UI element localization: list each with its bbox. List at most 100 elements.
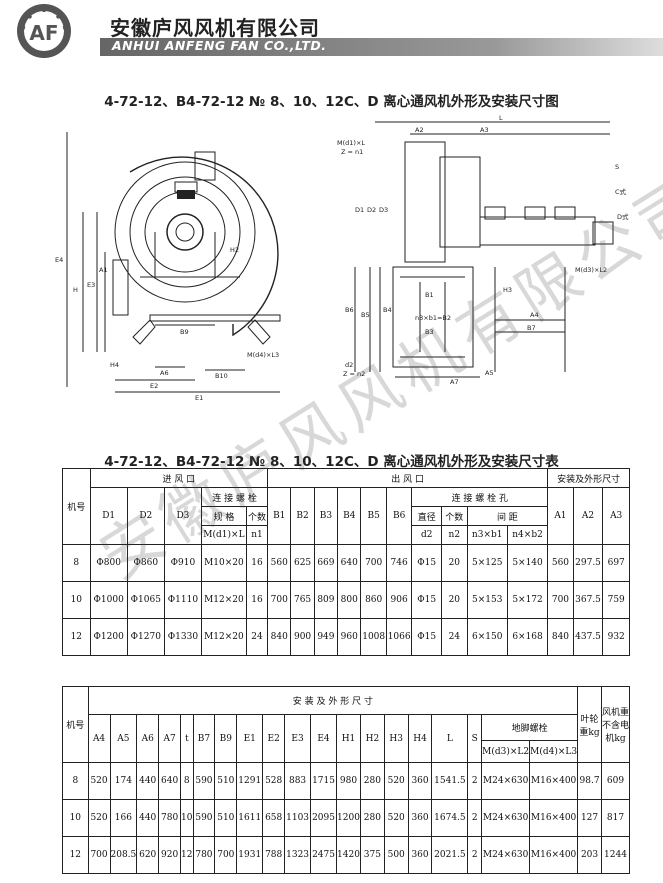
table-cell: 640 <box>158 762 182 800</box>
table-cell: 1244 <box>600 836 631 874</box>
column-header: B9 <box>214 714 238 763</box>
table-cell: 1200 <box>335 799 361 837</box>
table-cell: 1323 <box>284 836 312 874</box>
table-cell: 906 <box>385 581 413 619</box>
table-cell: 20 <box>441 581 468 619</box>
table-cell: 765 <box>290 581 315 619</box>
svg-text:A1: A1 <box>99 266 108 274</box>
column-header: H1 <box>335 714 361 763</box>
table-cell: M12×20 <box>201 581 247 619</box>
column-header: E1 <box>236 714 264 763</box>
svg-text:S: S <box>615 163 619 171</box>
table-cell: 1931 <box>236 836 264 874</box>
table-cell: Φ1200 <box>89 618 128 656</box>
table-cell: 24 <box>441 618 468 656</box>
column-header: A6 <box>136 714 160 763</box>
table-cell: 932 <box>602 618 630 656</box>
svg-text:Z = n2: Z = n2 <box>343 370 365 378</box>
table-cell: 360 <box>407 836 433 874</box>
svg-text:H3: H3 <box>503 286 512 294</box>
svg-text:B5: B5 <box>361 311 370 319</box>
table-cell: 2095 <box>310 799 337 837</box>
logo-letters: AF <box>29 21 58 45</box>
table-cell: 440 <box>136 799 160 837</box>
table-cell: 5×153 <box>466 581 508 619</box>
table-cell: 2475 <box>310 836 337 874</box>
column-header: A7 <box>158 714 182 763</box>
table-cell: 367.5 <box>572 581 604 619</box>
table-cell: 1541.5 <box>431 762 469 800</box>
table-cell: 280 <box>359 799 385 837</box>
table-cell: Φ15 <box>411 544 443 582</box>
table-cell: 10 <box>180 799 194 837</box>
table-cell: Φ1270 <box>126 618 165 656</box>
column-header: t <box>180 714 194 763</box>
svg-text:M(d3)×L2: M(d3)×L2 <box>575 266 607 274</box>
svg-text:D2: D2 <box>367 206 376 214</box>
table-cell: 746 <box>385 544 413 582</box>
svg-text:B9: B9 <box>180 328 189 336</box>
column-header: B7 <box>192 714 216 763</box>
table-cell: 788 <box>262 836 286 874</box>
table-cell: 5×125 <box>466 544 508 582</box>
table-cell: M24×630 <box>481 836 531 874</box>
table-cell: 520 <box>383 799 409 837</box>
svg-text:L: L <box>499 114 503 122</box>
table-cell: Φ1065 <box>126 581 165 619</box>
table-cell: 980 <box>335 762 361 800</box>
table-cell: 375 <box>359 836 385 874</box>
table-cell: 625 <box>290 544 315 582</box>
company-logo-icon: AF <box>17 4 71 58</box>
table-cell: 520 <box>87 762 111 800</box>
label-E4: E4 <box>55 256 63 264</box>
table-cell: 5×140 <box>506 544 549 582</box>
table-cell: 817 <box>600 799 631 837</box>
table-cell: 860 <box>360 581 387 619</box>
table-cell: M12×20 <box>201 618 247 656</box>
column-header: E2 <box>262 714 286 763</box>
table-cell: Φ800 <box>89 544 128 582</box>
table-cell: 10 <box>62 581 91 619</box>
svg-text:E3: E3 <box>87 281 95 289</box>
table-cell: 440 <box>136 762 160 800</box>
svg-text:d2: d2 <box>345 361 353 369</box>
svg-text:A3: A3 <box>480 126 489 134</box>
table-cell: 6×150 <box>466 618 508 656</box>
table-cell: 208.5 <box>109 836 138 874</box>
table-cell: 590 <box>192 762 216 800</box>
column-header: H2 <box>359 714 385 763</box>
table-cell: Φ1330 <box>163 618 203 656</box>
table-cell: 10 <box>62 799 89 837</box>
table-cell: 98.7 <box>577 762 602 800</box>
svg-text:D1: D1 <box>355 206 364 214</box>
table-cell: 280 <box>359 762 385 800</box>
table-cell: 800 <box>337 581 362 619</box>
table-cell: 16 <box>245 581 269 619</box>
table-cell: 500 <box>383 836 409 874</box>
table-cell: 700 <box>267 581 292 619</box>
table-cell: 780 <box>192 836 216 874</box>
table-cell: 900 <box>290 618 315 656</box>
table-cell: M16×400 <box>529 762 579 800</box>
column-header: L <box>431 714 469 763</box>
svg-text:A7: A7 <box>450 378 459 386</box>
label-H: H <box>73 286 78 294</box>
svg-text:B6: B6 <box>345 306 354 314</box>
table-cell: 620 <box>136 836 160 874</box>
table-cell: 8 <box>62 762 89 800</box>
table-cell: 12 <box>62 618 91 656</box>
column-header: A4 <box>87 714 111 763</box>
table-cell: 2 <box>467 762 483 800</box>
svg-text:B4: B4 <box>383 306 392 314</box>
column-header: A5 <box>109 714 138 763</box>
table-cell: 360 <box>407 762 433 800</box>
table-cell: 883 <box>284 762 312 800</box>
column-header: E3 <box>284 714 312 763</box>
table-cell: 360 <box>407 799 433 837</box>
svg-text:H2: H2 <box>230 246 239 254</box>
table-cell: Φ860 <box>126 544 165 582</box>
